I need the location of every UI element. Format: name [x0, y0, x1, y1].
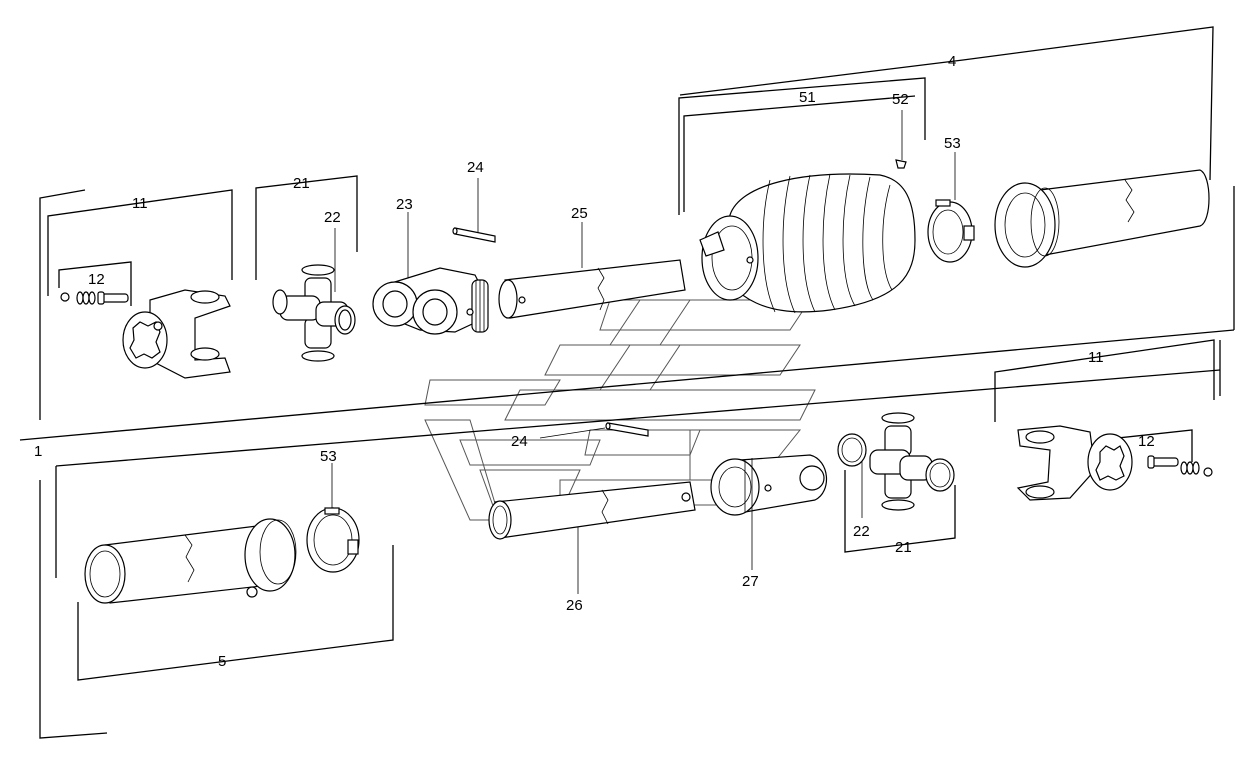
part-23-inner-yoke [372, 267, 489, 335]
label-24-top: 24 [467, 159, 484, 176]
part-11-right-yoke [1016, 425, 1133, 501]
label-22-bottom: 22 [853, 523, 870, 540]
label-1: 1 [34, 443, 42, 460]
part-51-guard-cone [699, 173, 916, 314]
label-21-bottom: 21 [895, 539, 912, 556]
outline-brackets [19, 26, 1235, 739]
label-23: 23 [396, 196, 413, 213]
label-4: 4 [948, 53, 956, 70]
label-52: 52 [892, 91, 909, 108]
part-52-screw [895, 159, 907, 169]
label-51: 51 [799, 89, 816, 106]
part-5-guard-tube [84, 518, 297, 604]
label-26: 26 [566, 597, 583, 614]
part-11-top-yoke [122, 289, 231, 379]
label-53-top: 53 [944, 135, 961, 152]
part-21-top-cross [272, 264, 356, 362]
label-12-right: 12 [1138, 433, 1155, 450]
part-53-top-ring [927, 199, 975, 263]
part-26-outer-tube [488, 481, 696, 540]
part-53-bottom-ring [306, 507, 360, 573]
label-12-top: 12 [88, 271, 105, 288]
label-22-top: 22 [324, 209, 341, 226]
part-4-outer-guard-tube [994, 169, 1210, 268]
leader-lines [331, 110, 956, 594]
callout-labels: 1 4 5 11 11 12 12 21 21 22 22 23 24 24 2… [34, 53, 1155, 670]
label-21-top: 21 [293, 175, 310, 192]
label-11-top: 11 [132, 195, 148, 212]
part-24-top-pin [452, 227, 496, 243]
label-53-bottom: 53 [320, 448, 337, 465]
label-27: 27 [742, 573, 759, 590]
part-12-right-bolt-set [1147, 455, 1213, 477]
part-25-inner-tube [498, 259, 686, 319]
part-24-bottom-pin [605, 422, 649, 437]
label-5: 5 [218, 653, 226, 670]
part-27-outer-yoke [710, 454, 828, 516]
label-11-right: 11 [1088, 349, 1104, 366]
part-12-top-bolt-set [60, 291, 129, 305]
label-25: 25 [571, 205, 588, 222]
label-24-bottom: 24 [511, 433, 528, 450]
part-21-bottom-cross [837, 412, 955, 511]
